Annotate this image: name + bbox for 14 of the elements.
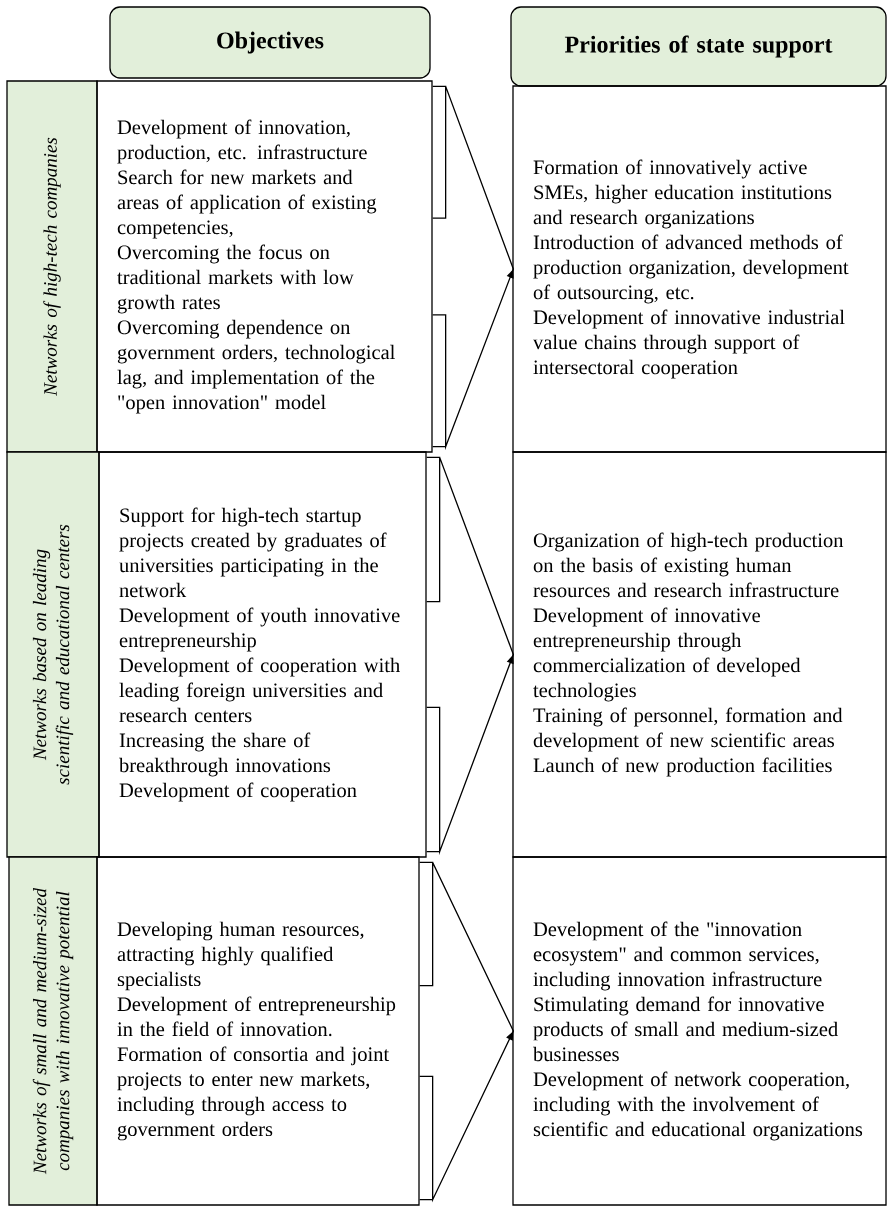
priorities-box: Organization of high-tech production on the basis of existing human resources and research infrastructure Development of innovative entrepreneurship through commercialization of developed technologies Training of personnel, formation and development of new scientific areas Launch of new production facilities (512, 451, 887, 858)
row-label-box: Networks of high-tech companies (6, 80, 98, 453)
priorities-box: Development of the "innovation ecosystem" and common services, including innovation infrastructure Stimulating demand for innovative products of small and medium-sized businesses Development of network cooperation, including with the involvement of scientific and educational organizations (512, 856, 887, 1206)
objectives-box: Development of innovation, production, etc. infrastructure Search for new markets and areas of application of existing competencies, Overcoming the focus on traditional markets with low growth rates Overcoming dependence on government orders, technological lag, and implementation of the "open innovation" model (96, 80, 433, 453)
priorities-box: Formation of innovatively active SMEs, higher education institutions and research organizations Introduction of advanced methods of production organization, development of outsourcing, etc. Development of innovative industrial value chains through support of intersectoral cooperation (512, 85, 887, 453)
chevron-arrow (426, 456, 515, 856)
header-box: Priorities of state support (510, 6, 887, 87)
row-label-box: Networks of small and medium-sized companies with innovative potential (8, 856, 98, 1206)
objectives-box: Developing human resources, attracting highly qualified specialists Development of entrepreneurship in the field of innovation. Formation of consortia and joint projects to enter new markets, including through access to government orders (96, 856, 420, 1206)
chevron-arrow (432, 85, 515, 451)
header-box: Objectives (109, 6, 431, 79)
chevron-arrow (419, 861, 515, 1203)
objectives-box: Support for high-tech startup projects created by graduates of universities participating in the network Development of youth innovative entrepreneurship Development of cooperation with leading foreign universities and research centers Increasing the share of breakthrough innovations Development of cooperation (98, 451, 427, 858)
row-label-box: Networks based on leading scientific and educational centers (6, 451, 100, 858)
